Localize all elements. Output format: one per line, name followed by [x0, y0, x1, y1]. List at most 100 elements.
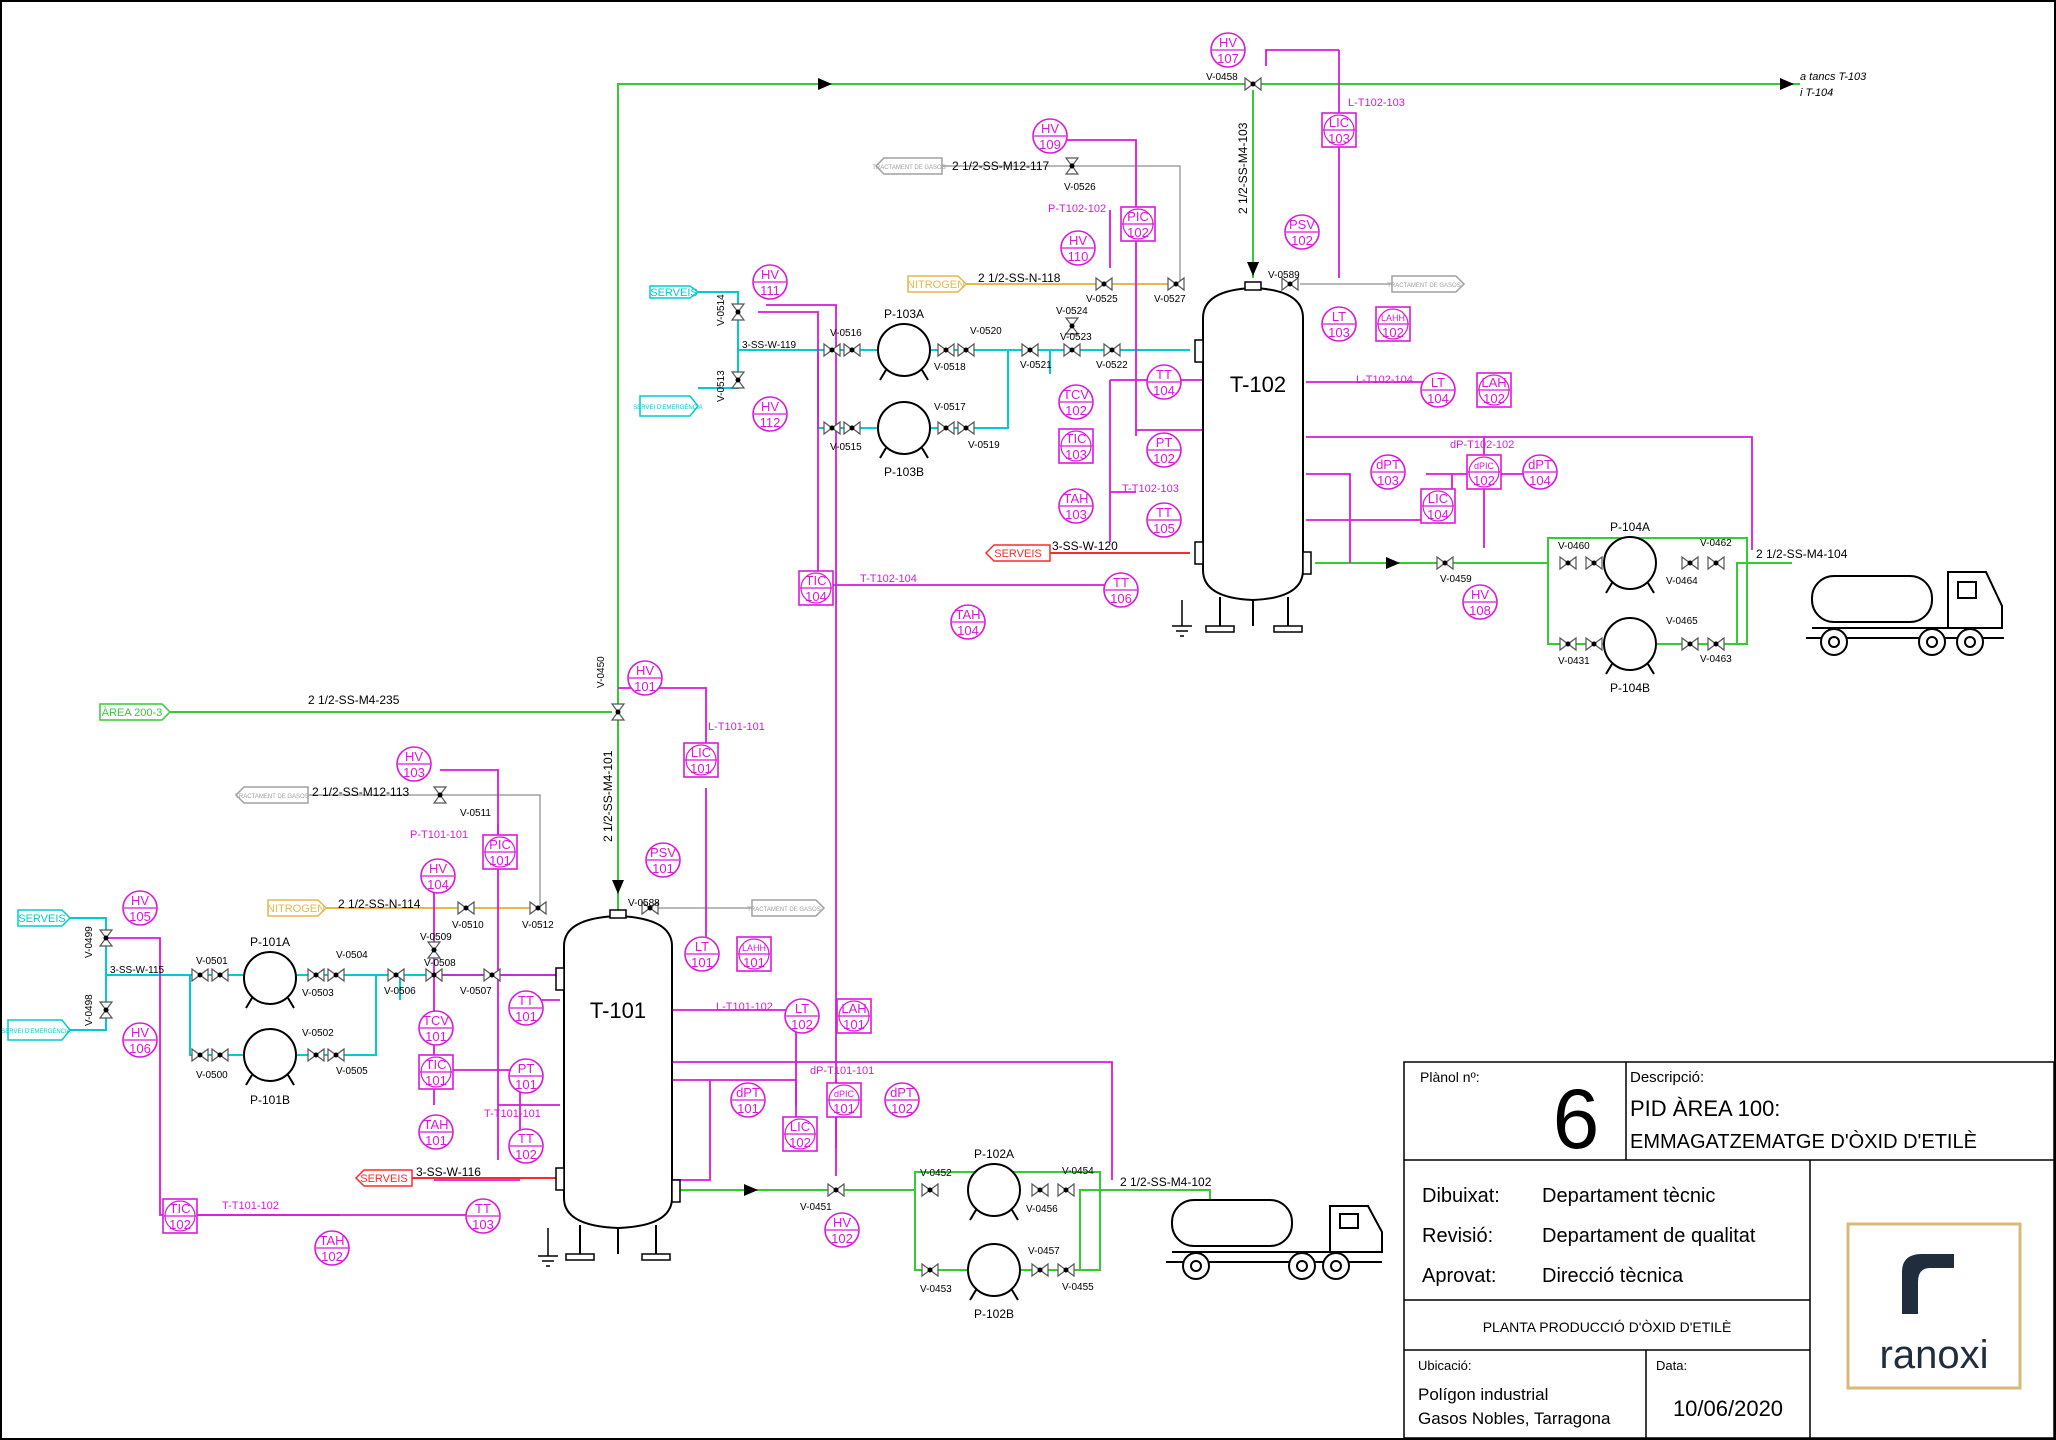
instrument-number: 102 — [1065, 403, 1087, 418]
valve-tag: V-0512 — [522, 920, 554, 931]
instrument-number: 101 — [743, 955, 765, 970]
instrument-tag: TIC — [426, 1057, 447, 1072]
valve-tag: V-0500 — [196, 1070, 228, 1081]
instrument-tag: HV — [131, 893, 149, 908]
valve-icon — [98, 929, 114, 947]
logo-r-mark — [1902, 1254, 1954, 1314]
pump-p103b — [877, 401, 931, 459]
instrument-number: 101 — [515, 1077, 537, 1092]
instrument-number: 109 — [1039, 137, 1061, 152]
pump-label: P-101A — [250, 935, 290, 949]
valve-tag: V-0516 — [830, 328, 862, 339]
planol-number: 6 — [1553, 1072, 1600, 1166]
instrument-tag: TT — [518, 1131, 534, 1146]
valve-icon — [843, 420, 861, 436]
valve-icon — [1021, 342, 1039, 358]
valve-icon — [191, 1047, 209, 1063]
offpage-nitrogen-label: NITROGEN — [267, 903, 325, 915]
pump-p101b — [243, 1028, 297, 1086]
signal-label: L-T102-103 — [1348, 97, 1405, 109]
instrument-tag: LT — [695, 939, 709, 954]
instrument-tag: PSV — [650, 845, 676, 860]
instrument-number: 102 — [169, 1217, 191, 1232]
valve-icon — [827, 1182, 845, 1198]
valve-tag: V-0458 — [1206, 72, 1238, 83]
signal-label: dP-T102-102 — [1450, 439, 1514, 451]
signal-label: dP-T101-101 — [810, 1065, 874, 1077]
instrument-tag: TIC — [1066, 431, 1087, 446]
instrument-number: 103 — [1065, 507, 1087, 522]
valve-icon — [1031, 1182, 1049, 1198]
offpage-gas-4: TRACTAMENT DE GASOS — [1387, 275, 1466, 293]
valve-tag: V-0451 — [800, 1202, 832, 1213]
valve-tag: V-0509 — [420, 932, 452, 943]
valve-icon — [843, 342, 861, 358]
valve-tag: V-0510 — [452, 920, 484, 931]
valve-tag: V-0526 — [1064, 182, 1096, 193]
instrument-number: 101 — [425, 1029, 447, 1044]
instrument-tag: LT — [795, 1001, 809, 1016]
offpage-emergencia-label: SERVEI D'EMERGÈNCIA — [1, 1028, 70, 1035]
gas-lines — [308, 165, 1392, 909]
valve-icon — [1585, 555, 1603, 571]
instrument-tag: TT — [518, 993, 534, 1008]
tank-t102-label: T-102 — [1230, 372, 1286, 397]
instrument-tag: TCV — [1063, 387, 1089, 402]
planta-name: PLANTA PRODUCCIÓ D'ÒXID D'ETILÈ — [1483, 1319, 1732, 1335]
instrument-number: 107 — [1217, 51, 1239, 66]
line-label: 2 1/2-SS-M4-235 — [308, 693, 400, 707]
signal-label: T-T101-102 — [222, 1200, 279, 1212]
instrument-tag: HV — [405, 749, 423, 764]
valve-tag: V-0515 — [830, 442, 862, 453]
instrument-tag: TAH — [1063, 491, 1088, 506]
valve-tags: V-0450 V-0451 V-0452 V-0453 V-0454 V-045… — [84, 72, 1732, 1295]
valve-icon — [483, 967, 501, 983]
instrument-tag: TCV — [423, 1013, 449, 1028]
valve-icon — [432, 786, 448, 804]
pump-labels: P-101A P-101B P-102A P-102B P-103A P-103… — [250, 307, 1650, 1321]
instrument-lines — [105, 49, 1753, 1216]
instrument-number: 104 — [1529, 473, 1551, 488]
instrument-number: 101 — [690, 761, 712, 776]
offpage-serveis-2: SERVEIS — [649, 285, 700, 299]
instrument-tag: PT — [1156, 435, 1173, 450]
valve-icon — [327, 1047, 345, 1063]
valve-tag: V-0452 — [920, 1168, 952, 1179]
instrument-bubbles: HV101HV102HV103HV104HV105HV106HV107HV108… — [122, 32, 1558, 1266]
valve-tag: V-0527 — [1154, 294, 1186, 305]
valve-tag: V-0519 — [968, 440, 1000, 451]
valve-icon — [1559, 555, 1577, 571]
data-value: 10/06/2020 — [1673, 1396, 1783, 1421]
line-label: 2 1/2-SS-M12-117 — [952, 159, 1049, 173]
ubicacio-label: Ubicació: — [1418, 1358, 1471, 1373]
instrument-number: 101 — [515, 1009, 537, 1024]
descripcio-label: Descripció: — [1630, 1069, 1704, 1086]
instrument-tag: dPT — [890, 1085, 914, 1100]
valve-tag: V-0504 — [336, 950, 368, 961]
instrument-number: 105 — [1153, 521, 1175, 536]
instrument-tag: TT — [475, 1201, 491, 1216]
offpage-area200-label: ÀREA 200-3 — [102, 706, 163, 719]
offpage-nitrogen-label: NITROGEN — [907, 279, 965, 291]
valve-tag: V-0462 — [1700, 538, 1732, 549]
valve-icon — [1031, 1262, 1049, 1278]
valve-tag: V-0520 — [970, 326, 1002, 337]
instrument-number: 101 — [634, 679, 656, 694]
valve-tag: V-0502 — [302, 1028, 334, 1039]
instrument-tag: TT — [1113, 575, 1129, 590]
